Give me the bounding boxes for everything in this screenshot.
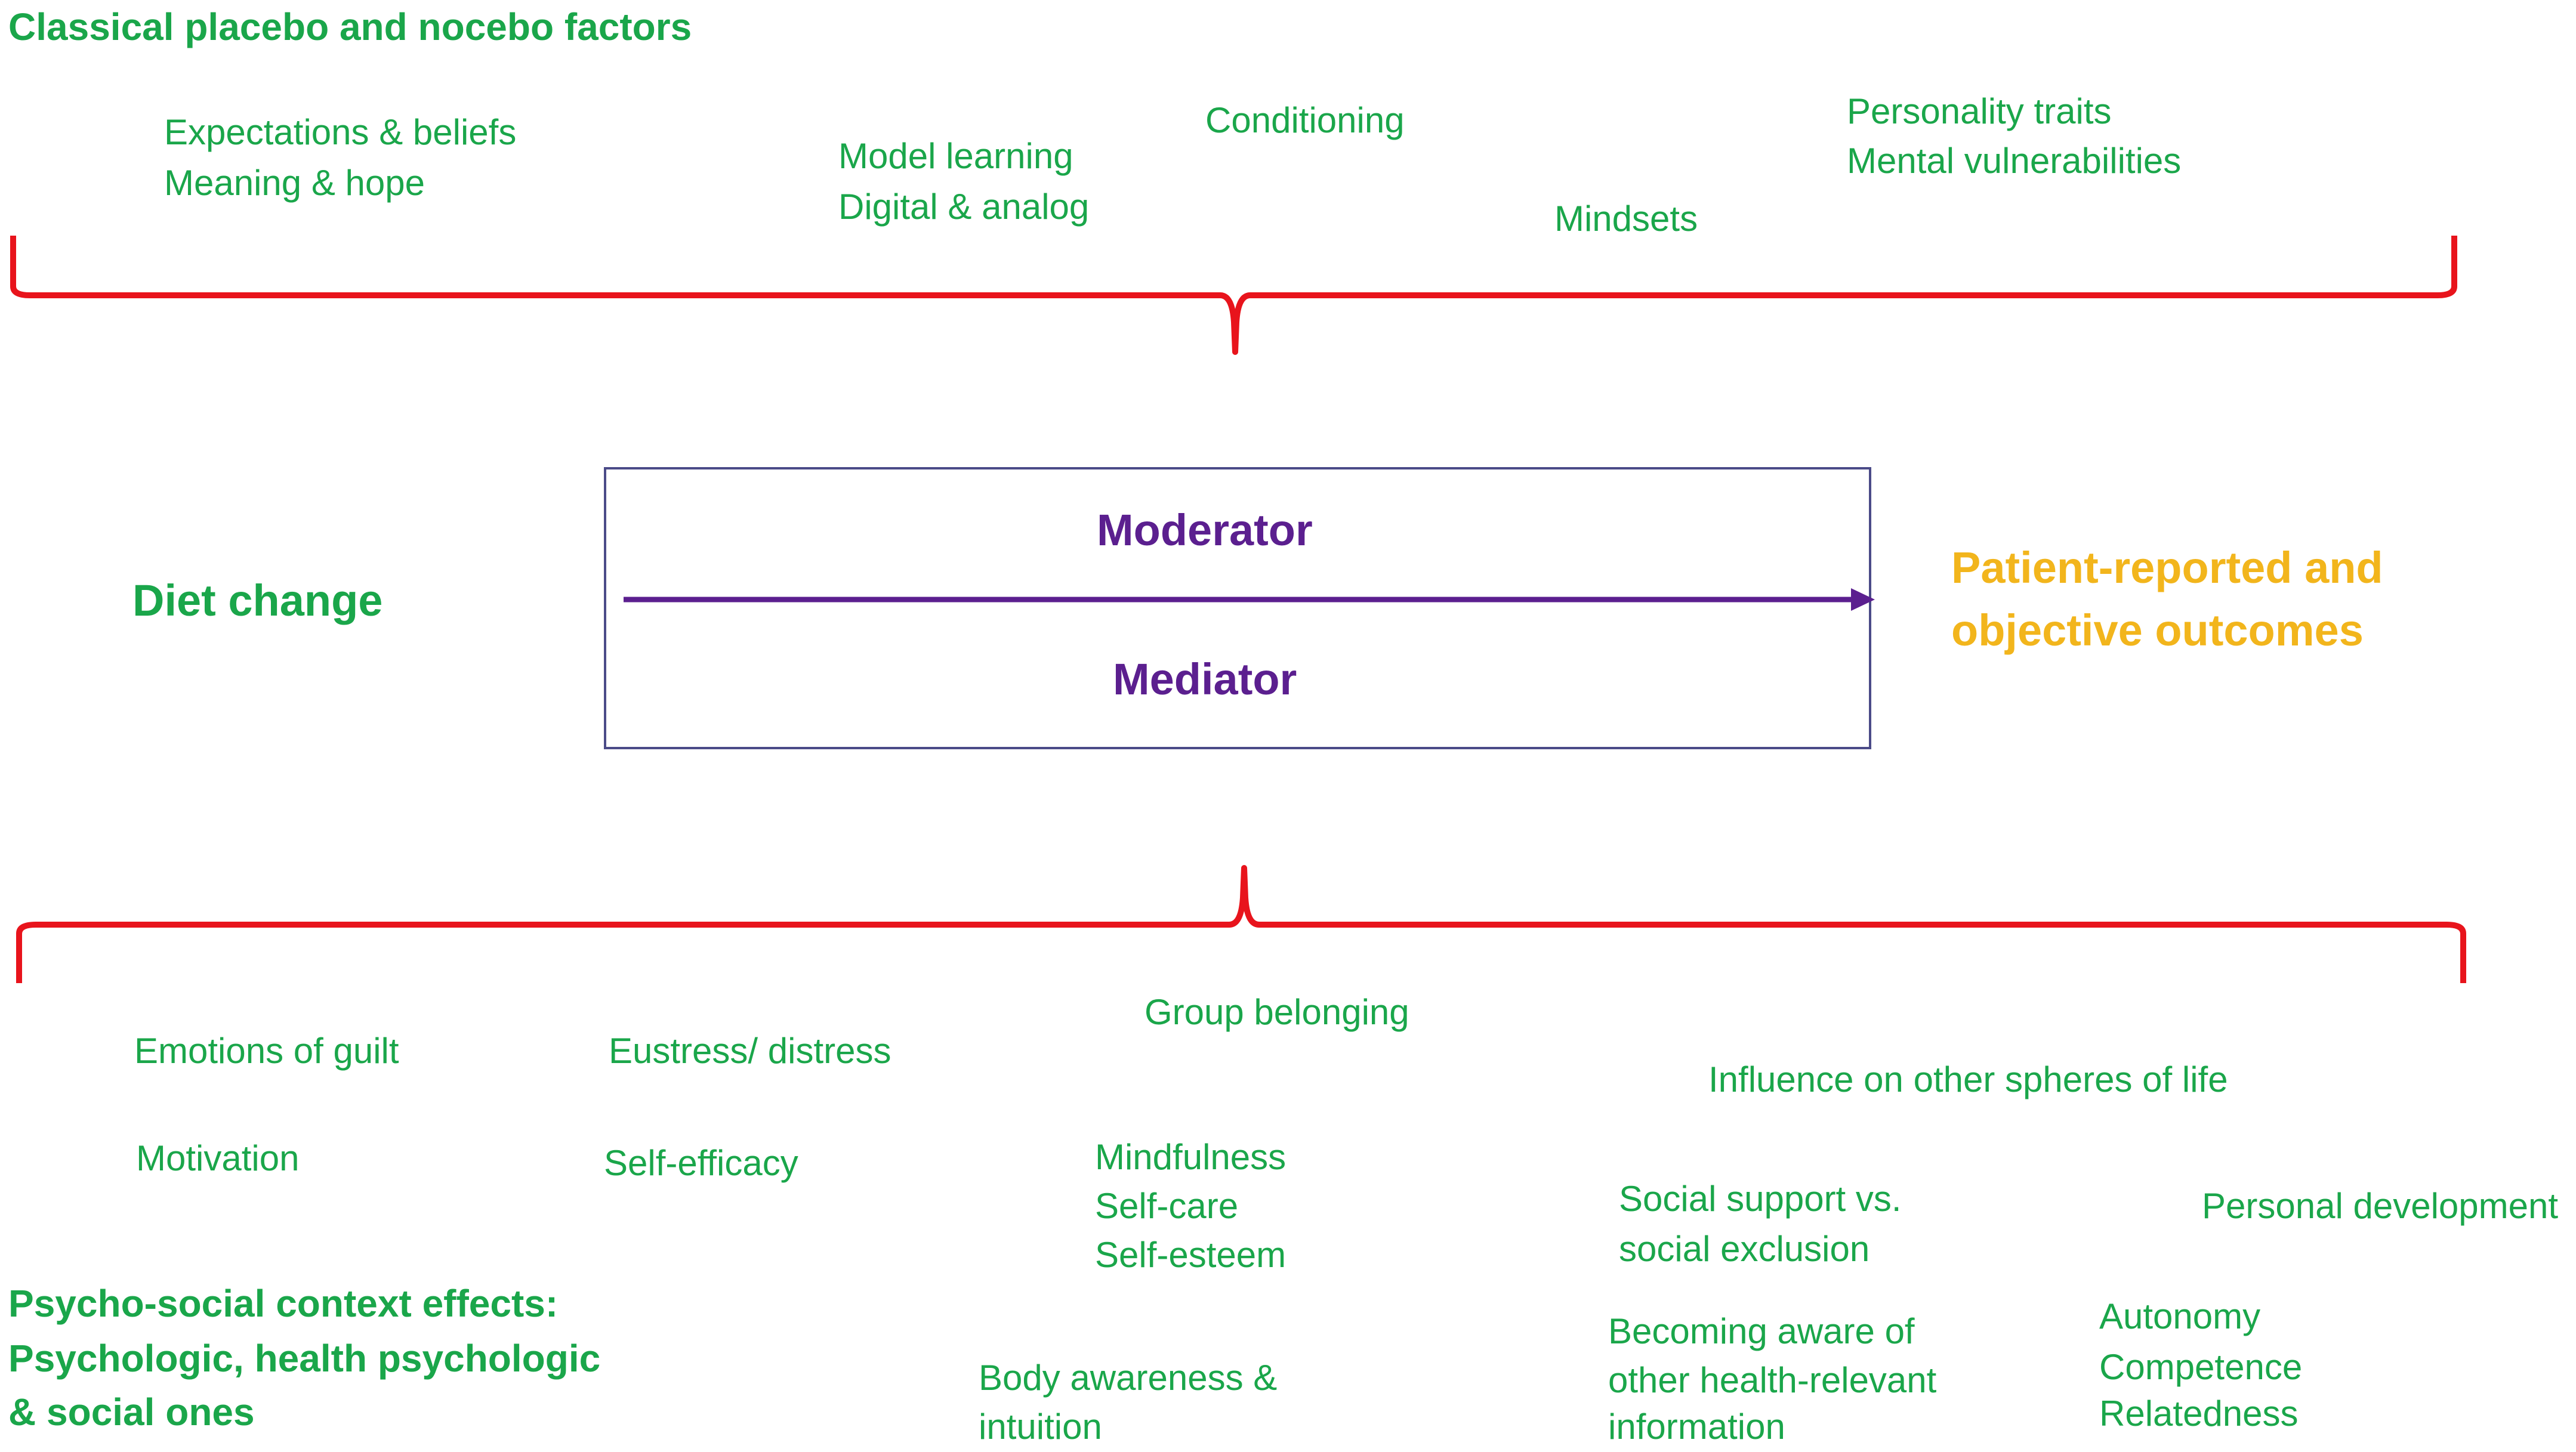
factor-personal-development: Personal development: [2202, 1186, 2559, 1226]
factor-influence: Influence on other spheres of life: [1708, 1059, 2228, 1099]
factor-mindfulness: Mindfulness: [1095, 1137, 1287, 1177]
top-heading: Classical placebo and nocebo factors: [8, 5, 692, 48]
factor-mindsets: Mindsets: [1554, 199, 1698, 239]
factor-meaning: Meaning & hope: [164, 163, 425, 203]
factor-conditioning: Conditioning: [1205, 100, 1405, 140]
factor-competence: Competence: [2099, 1347, 2303, 1387]
factor-aware-line2: other health-relevant: [1608, 1360, 1937, 1400]
diet-change: Diet change: [132, 576, 383, 625]
factor-expectations: Expectations & beliefs: [164, 112, 517, 152]
factor-self-efficacy: Self-efficacy: [604, 1143, 798, 1183]
factor-model-learning: Model learning: [838, 136, 1073, 176]
effect-arrow: [624, 588, 1875, 611]
top-brace: [10, 236, 2457, 355]
factor-body-awareness-line1: Body awareness &: [979, 1358, 1278, 1398]
factor-group-belonging: Group belonging: [1144, 992, 1409, 1032]
mediator-label: Mediator: [1113, 654, 1297, 704]
outcome-line1: Patient-reported and: [1951, 543, 2383, 592]
factor-autonomy: Autonomy: [2099, 1296, 2261, 1336]
factor-social-line1: Social support vs.: [1619, 1179, 1902, 1219]
bottom-brace: [16, 865, 2466, 983]
outcome-line2: objective outcomes: [1951, 605, 2364, 655]
factor-body-awareness-line2: intuition: [979, 1407, 1102, 1447]
factor-aware-line3: information: [1608, 1407, 1785, 1447]
factor-digital-analog: Digital & analog: [838, 187, 1090, 227]
bottom-heading-line3: & social ones: [8, 1391, 255, 1434]
moderator-mediator-box: [604, 467, 1871, 749]
moderator-label: Moderator: [1097, 505, 1313, 555]
factor-eustress: Eustress/ distress: [609, 1031, 891, 1071]
factor-self-care: Self-care: [1095, 1186, 1239, 1226]
factor-social-line2: social exclusion: [1619, 1229, 1870, 1269]
factor-aware-line1: Becoming aware of: [1608, 1311, 1915, 1351]
factor-guilt: Emotions of guilt: [134, 1031, 399, 1071]
bottom-heading-line1: Psycho-social context effects:: [8, 1282, 559, 1325]
factor-personality: Personality traits: [1847, 91, 2112, 131]
bottom-heading-line2: Psychologic, health psychologic: [8, 1337, 601, 1380]
factor-vulnerabilities: Mental vulnerabilities: [1847, 141, 2182, 181]
factor-relatedness: Relatedness: [2099, 1394, 2299, 1434]
factor-motivation: Motivation: [136, 1138, 300, 1178]
factor-self-esteem: Self-esteem: [1095, 1235, 1287, 1275]
